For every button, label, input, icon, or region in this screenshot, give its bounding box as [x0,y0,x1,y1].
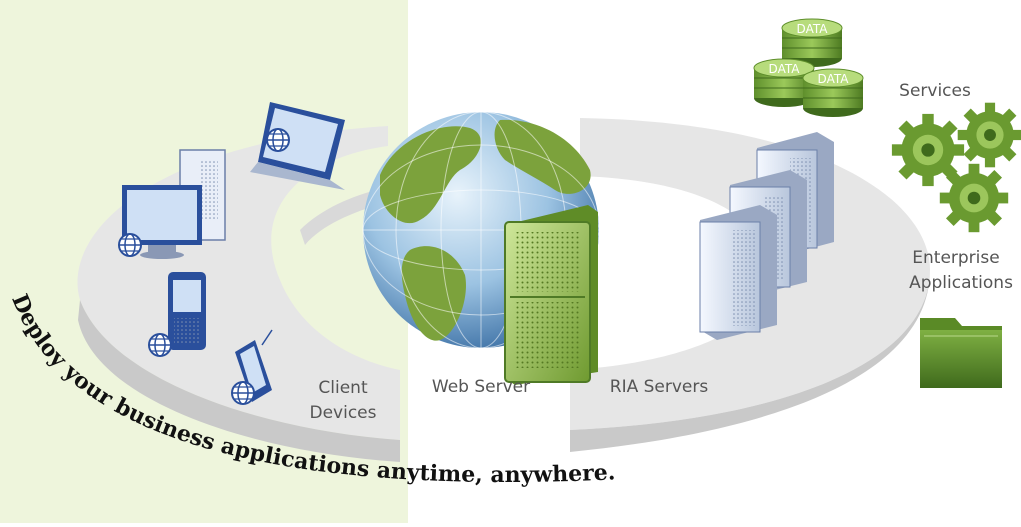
services-gears-icon [891,102,1021,233]
folder-icon [920,318,1002,388]
database-icon: DATA [753,58,815,108]
database-icon: DATA [781,18,843,68]
database-label: DATA [797,22,829,36]
mobile-phone-icon [148,272,206,357]
tablet-pda-icon [231,329,273,405]
web-server-icon [504,205,598,385]
enterprise-applications-label: Enterprise [912,248,999,268]
ria-servers-icon [699,132,834,340]
client-devices-label: Client [318,378,368,398]
ria-servers-label: RIA Servers [610,377,709,397]
database-label: DATA [769,62,801,76]
enterprise-applications-label-line2: Applications [909,273,1013,293]
database-label: DATA [818,72,850,86]
client-devices-label-line2: Devices [310,403,377,423]
laptop-icon [250,102,345,190]
data-stores: DATA DATA DATA [753,18,864,118]
desktop-computer-icon [118,149,226,259]
services-label: Services [899,81,971,101]
database-icon: DATA [802,68,864,118]
web-server-label: Web Server [432,377,530,397]
